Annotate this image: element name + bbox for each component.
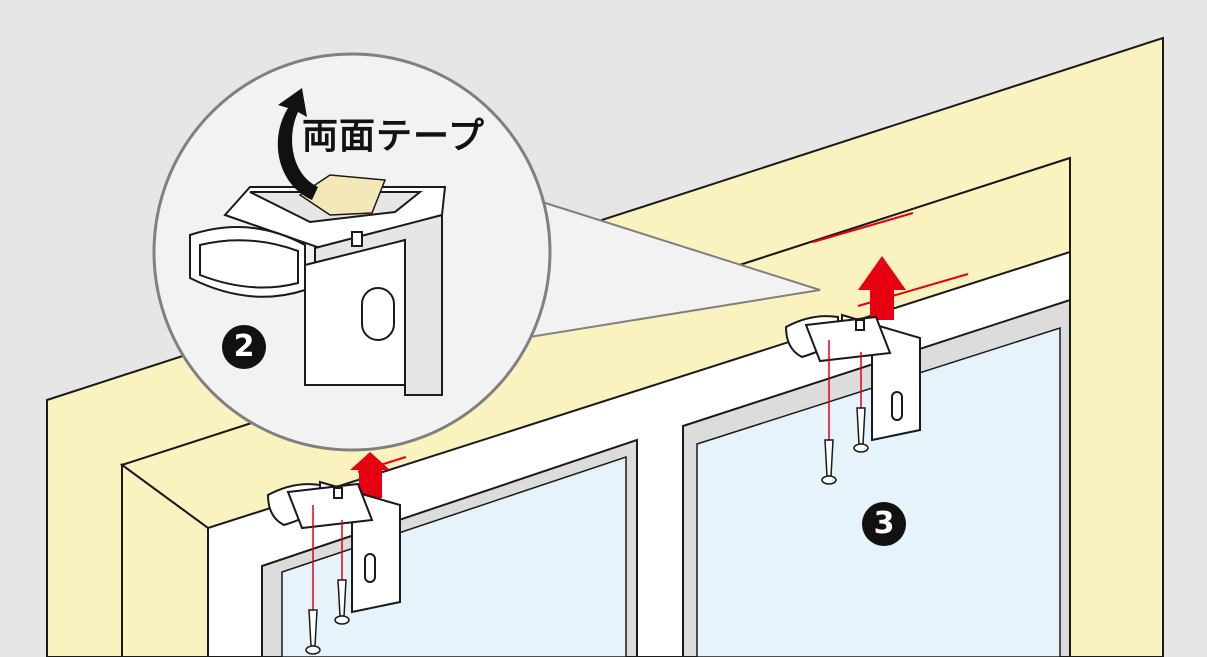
step-badge: 2: [222, 325, 266, 369]
screw-icon: [305, 505, 350, 655]
callout-pointer-joint: [480, 199, 528, 345]
screw-icon: [821, 340, 869, 485]
recess-left-face: [121, 463, 209, 657]
bracket-icon: [784, 313, 921, 442]
step-badge: 3: [862, 502, 906, 546]
right-glass: [696, 326, 1061, 657]
bracket-closeup: [189, 186, 447, 396]
callout-label: 両面テープ: [302, 116, 485, 157]
double-sided-tape: [298, 174, 387, 216]
up-arrow-icon: [858, 256, 906, 320]
curved-arrow-icon: [277, 88, 318, 200]
bracket-icon: [266, 480, 401, 614]
